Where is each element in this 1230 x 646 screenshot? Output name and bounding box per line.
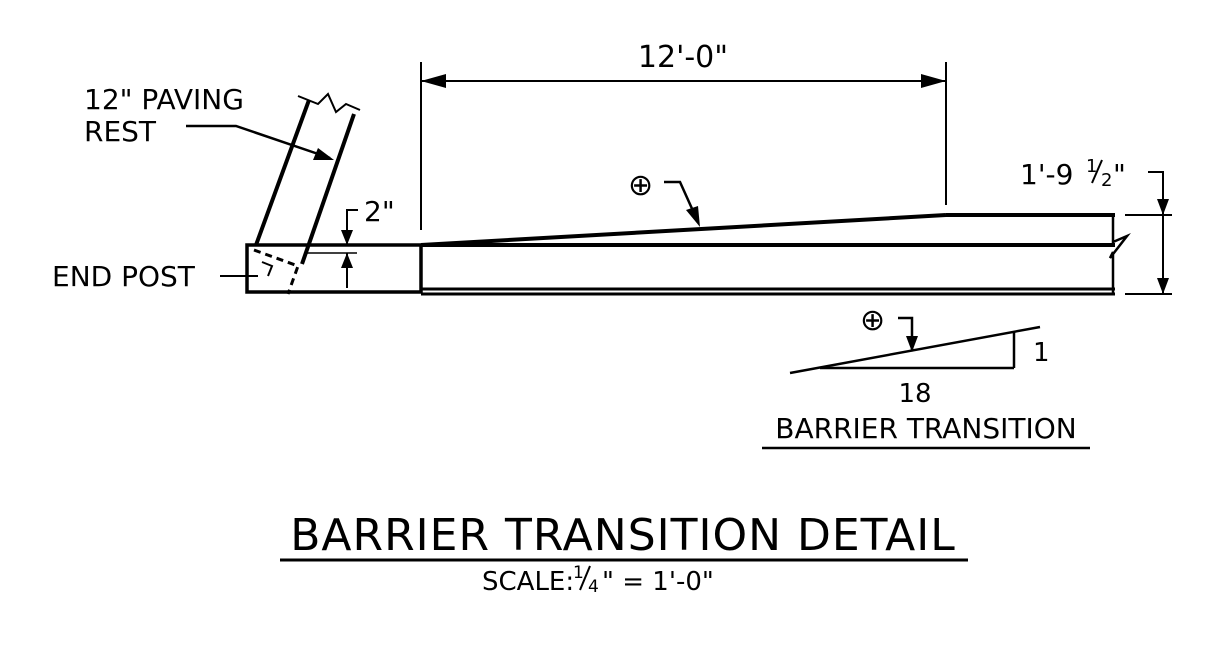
dim-right-prefix: 1'-9 [1020, 158, 1073, 191]
dim-right-suffix: " [1113, 158, 1126, 191]
paving-rest [254, 92, 361, 265]
slope-caption: BARRIER TRANSITION [775, 412, 1076, 445]
end-post-label: END POST [52, 260, 196, 293]
slope-rise-label: 1 [1033, 338, 1050, 368]
scale-label: SCALE: 1 4 " = 1'-0" [482, 563, 714, 597]
scale-prefix: SCALE: [482, 567, 574, 597]
paving-rest-leader [186, 124, 334, 160]
scale-suffix: " = 1'-0" [602, 567, 714, 597]
lower-symbol-leader [898, 316, 918, 352]
upper-symbol: ⊕ [628, 168, 653, 203]
slope-run-label: 18 [898, 379, 931, 409]
dim-right-label: 1'-9 1 2 " [1020, 156, 1126, 191]
dim-right [1125, 171, 1172, 295]
paving-rest-label-2: REST [84, 115, 157, 148]
paving-rest-label-1: 12" PAVING [84, 83, 244, 116]
scale-numerator: 1 [573, 563, 584, 583]
lower-symbol: ⊕ [860, 303, 885, 338]
dim-12ft [420, 62, 947, 230]
slope-triangle [789, 325, 1041, 375]
dim-right-numerator: 1 [1086, 156, 1097, 177]
scale-denominator: 4 [588, 577, 599, 597]
dim-2in [305, 209, 358, 288]
dim-two-inch-label: 2" [364, 195, 395, 228]
page-title: BARRIER TRANSITION DETAIL [290, 510, 955, 561]
barrier-wall [420, 213, 1131, 296]
dim-right-denominator: 2 [1101, 170, 1112, 191]
upper-symbol-leader [664, 180, 700, 227]
dim-top-label: 12'-0" [638, 40, 728, 75]
